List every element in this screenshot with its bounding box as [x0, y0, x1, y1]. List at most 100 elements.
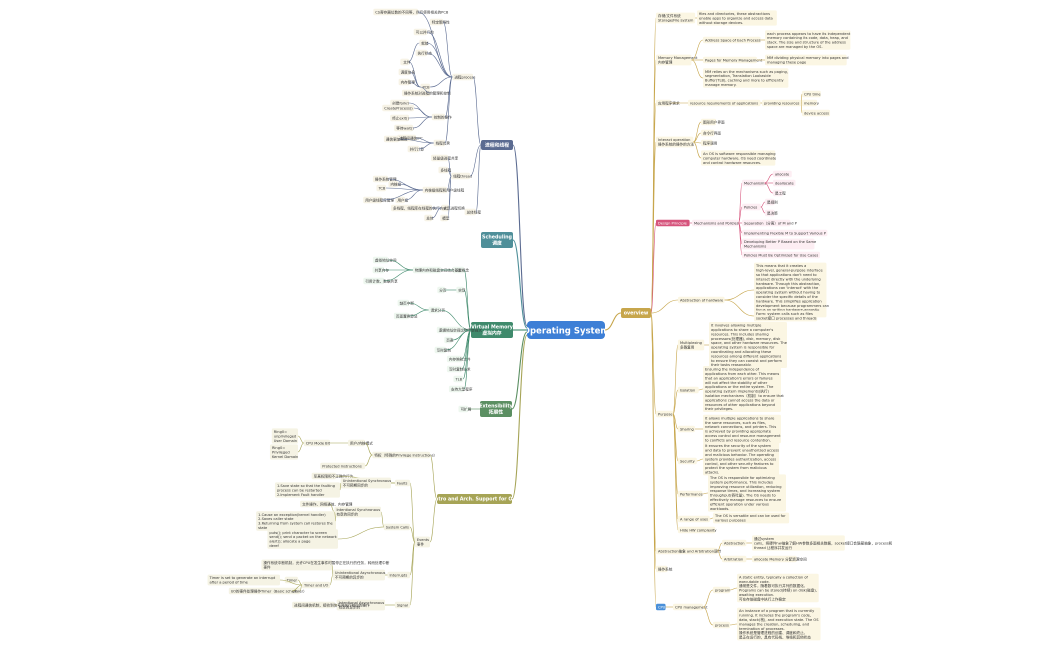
topic-o11[interactable]: providing resources — [762, 99, 802, 107]
topic-p31[interactable]: 实现 — [441, 204, 451, 212]
topic-p12[interactable]: 进程process — [452, 73, 475, 81]
topic-i12[interactable]: 文件操作、网络通信、内存管理 — [300, 500, 353, 508]
topic-i7[interactable]: Faults — [394, 479, 410, 487]
topic-o22[interactable]: Mechanisms — [742, 179, 766, 187]
topic-p1[interactable]: CS寄存器位数的不同等，然后使用相关的PCB — [373, 8, 449, 16]
topic-v5[interactable]: 基本概念 — [452, 266, 470, 274]
topic-i27[interactable]: 进程间通信机制，接收到信号时执行相应的操作 — [292, 601, 370, 609]
central-topic[interactable]: Operating System — [523, 321, 610, 339]
topic-i22[interactable]: Timer and I/O — [301, 581, 330, 589]
topic-o40[interactable]: Purpose — [656, 410, 673, 418]
topic-p10[interactable]: PCB — [420, 83, 430, 91]
topic-p33[interactable]: 模型 — [440, 214, 450, 222]
topic-p27[interactable]: TCB — [376, 184, 386, 192]
topic-i19[interactable]: 操作系统中断机制，允许CPU在发生事件时暂停正在执行的任务，转而处理中断事件 — [261, 559, 390, 571]
topic-p18[interactable]: 进程间通信IPC — [397, 134, 423, 142]
topic-o45[interactable]: Performance — [678, 490, 704, 498]
topic-p20[interactable]: 并行计算 — [407, 145, 425, 153]
topic-o55[interactable]: 操作系统 — [656, 565, 673, 573]
topic-o33[interactable]: Abstraction of hardware — [678, 296, 725, 304]
topic-o10[interactable]: resource requirements of applications — [688, 99, 761, 107]
topic-p21[interactable]: 线程优势 — [433, 139, 451, 147]
topic-p14[interactable]: CreateProcess() — [382, 104, 414, 112]
topic-p15[interactable]: 终止exit() — [390, 114, 409, 122]
topic-o29[interactable]: Separation（分离）of M and P — [742, 219, 798, 227]
topic-p24[interactable]: 线程thread — [451, 172, 472, 180]
topic-p13[interactable]: 创建fork() — [390, 99, 410, 107]
topic-p5[interactable]: 执行状态 — [415, 49, 433, 57]
topic-o57[interactable]: CPU management — [673, 603, 708, 611]
topic-o56[interactable]: CPU — [656, 603, 666, 611]
topic-o61[interactable]: An instance of a program that is current… — [737, 607, 821, 641]
topic-o14[interactable]: device access — [802, 109, 831, 117]
topic-o13[interactable]: memory — [802, 99, 820, 107]
topic-p23[interactable]: 多线程 — [438, 166, 452, 174]
topic-p4[interactable]: 就绪 — [419, 39, 429, 47]
topic-i24[interactable]: I/O的事件处理操作Timer（Basic scheduler） — [228, 587, 307, 595]
topic-v10[interactable]: 页面置换算法 — [393, 312, 418, 320]
topic-v8[interactable]: 缺页中断 — [397, 299, 415, 307]
topic-o24[interactable]: deallocate — [773, 179, 796, 187]
topic-v6[interactable]: 实现 — [456, 286, 466, 294]
topic-v12[interactable]: 逻辑地址空间比物理空间大 — [436, 326, 483, 334]
topic-o43[interactable]: Security — [678, 457, 697, 465]
topic-o51[interactable]: Abstraction — [722, 539, 747, 547]
topic-p11[interactable]: 操作系统对进程的管理和控制 — [401, 89, 451, 97]
topic-v11[interactable]: 写时复制 — [434, 346, 452, 354]
topic-p35[interactable]: 总体线程 — [464, 208, 482, 216]
topic-o42[interactable]: It allows multiple applications to share… — [703, 414, 781, 444]
branch-process[interactable]: 进程和线程 — [481, 140, 513, 150]
branch-overview[interactable]: overview — [621, 308, 651, 318]
topic-p25[interactable]: 操作系统管理 — [372, 175, 397, 183]
topic-p30[interactable]: 用户级 — [395, 196, 409, 204]
topic-i17[interactable]: Interrupts — [387, 571, 411, 579]
topic-p17[interactable]: 等待wait() — [394, 124, 414, 132]
topic-p32[interactable]: 多线程，线程库在线程的执行方式，进程切换 — [391, 204, 465, 212]
topic-o17[interactable]: 命令行界面 — [701, 129, 721, 137]
topic-o7[interactable]: MM dividing physical memory into pages a… — [765, 54, 849, 66]
topic-o23[interactable]: allocate — [773, 170, 792, 178]
topic-o50[interactable]: Abstraction抽象 and Arbitration调节 — [656, 547, 722, 555]
topic-o60[interactable]: process — [713, 621, 730, 629]
topic-o53[interactable]: Arbitration — [722, 555, 747, 563]
topic-v13[interactable]: 页表 — [444, 336, 454, 344]
topic-p29[interactable]: 用户级线程库管理 — [363, 196, 394, 204]
topic-i25[interactable]: Signal — [394, 601, 410, 609]
topic-p34[interactable]: 总体 — [424, 214, 434, 222]
topic-i4[interactable]: 用户/内核模式 — [348, 439, 373, 447]
topic-v3[interactable]: 引用计数、数据共享 — [363, 277, 398, 285]
topic-p7[interactable]: 文件 — [401, 58, 411, 66]
topic-i13[interactable]: System Calls — [383, 523, 410, 531]
topic-v4[interactable]: 物理内存和磁盘空间结合一起 — [412, 266, 462, 274]
topic-v1[interactable]: 虚拟地址空间 — [372, 256, 397, 264]
topic-v15[interactable]: 内存映射文件 — [446, 355, 471, 363]
topic-o5[interactable]: each process appears to have its indepen… — [765, 30, 851, 50]
branch-intro[interactable]: Intro and Arch. Support for OS — [433, 494, 516, 504]
topic-o41[interactable]: Sharing — [678, 425, 695, 433]
topic-o28[interactable]: 是决策 — [765, 209, 778, 217]
topic-p9[interactable]: 内存管理 — [398, 78, 416, 86]
topic-v14[interactable]: TLB — [453, 375, 463, 383]
topic-o30[interactable]: Implementing Flexible M to Support Vario… — [742, 229, 828, 237]
topic-o26[interactable]: Policies — [742, 203, 761, 211]
topic-o18[interactable]: 程序调用 — [701, 139, 718, 147]
topic-o38[interactable]: Isolation — [678, 386, 699, 394]
